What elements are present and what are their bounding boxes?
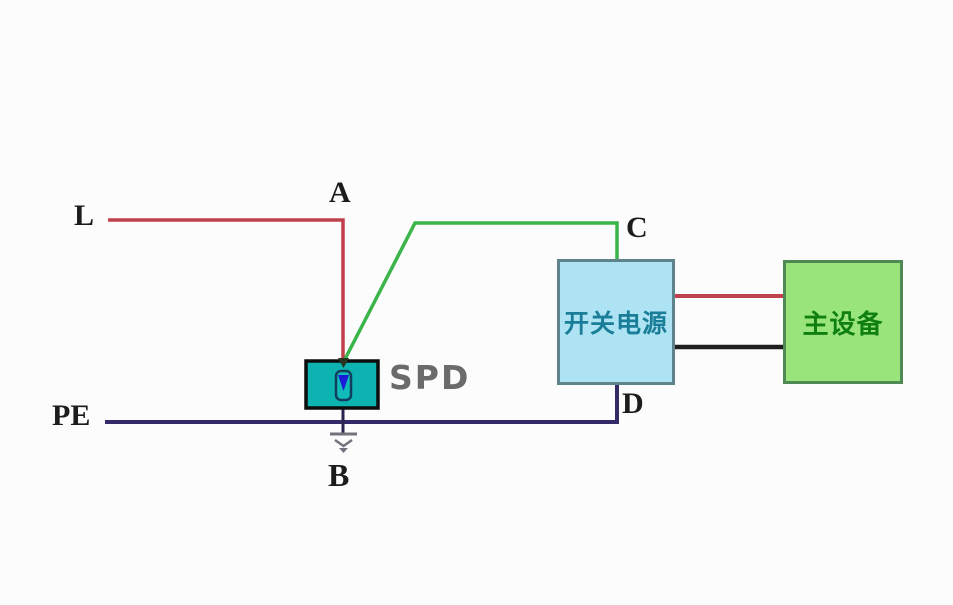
ground-tip bbox=[339, 448, 348, 453]
label-l-conductor: L bbox=[74, 199, 95, 232]
main-device-box: 主设备 bbox=[783, 260, 903, 384]
label-point-b: B bbox=[328, 457, 350, 493]
label-pe-conductor: PE bbox=[52, 399, 91, 432]
wire-junction-arrow-icon bbox=[338, 358, 349, 368]
l-wire bbox=[108, 218, 345, 361]
main-device-box-label: 主设备 bbox=[802, 308, 884, 339]
earth-ground-icon bbox=[330, 432, 357, 453]
label-point-a: A bbox=[329, 176, 351, 209]
green-wire bbox=[342, 221, 619, 362]
label-point-d: D bbox=[622, 387, 644, 420]
spd-arrester-arrow-icon bbox=[338, 375, 349, 391]
label-spd: SPD bbox=[389, 358, 471, 397]
pe-wire bbox=[105, 384, 619, 424]
label-point-c: C bbox=[626, 211, 648, 244]
ground-chevron bbox=[334, 438, 353, 448]
power-supply-box: 开关电源 bbox=[557, 259, 675, 385]
power-supply-box-label: 开关电源 bbox=[563, 310, 668, 338]
